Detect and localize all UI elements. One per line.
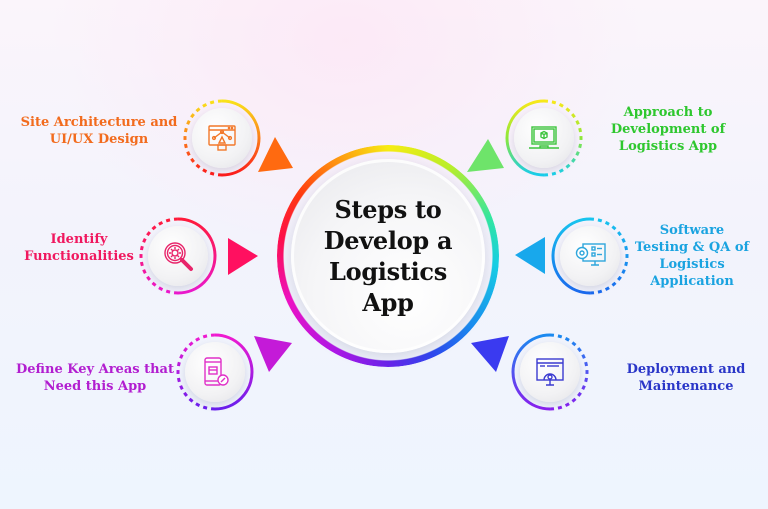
step-label-software-testing: Software Testing & QA of Logistics Appli… [634,222,750,290]
hub-title-line: Logistics [329,257,447,286]
magnifier-gear-icon [164,242,193,271]
hub-title-line: App [362,288,414,317]
arrow-deployment-maintenance [471,336,509,372]
step-label-line: Application [650,274,734,289]
progress-ring [176,333,254,411]
node-disc [560,226,620,286]
progress-ring [139,217,217,295]
node-disc [520,342,580,402]
node-disc [148,226,208,286]
step-label-identify-functionalities: Identify Functionalities [20,231,138,265]
progress-ring [183,99,261,177]
step-label-line: Maintenance [638,379,734,394]
step-label-line: UI/UX Design [49,132,149,147]
step-label-approach-development: Approach to Development of Logistics App [608,104,728,155]
step-label-line: Logistics App [618,139,718,154]
central-hub: Steps to Develop a Logistics App [277,145,499,367]
step-label-line: Testing & QA of [634,240,750,255]
hub-disc: Steps to Develop a Logistics App [291,159,485,353]
mobile-package-icon [204,357,229,386]
step-node-define-key-areas [176,333,254,411]
hub-title-line: Develop a [323,226,453,255]
arrow-define-key-areas [254,336,292,372]
step-label-line: Software [659,223,725,238]
node-disc [514,108,574,168]
step-label-line: Need this App [43,379,147,394]
hub-title-line: Steps to [334,195,442,224]
progress-ring [551,217,629,295]
arrow-approach-development [467,139,504,172]
arrow-site-architecture [258,137,293,172]
step-label-line: Deployment and [626,362,746,377]
laptop-package-icon [529,126,559,149]
step-label-site-architecture: Site Architecture and UI/UX Design [18,114,180,148]
step-label-line: Site Architecture and [20,115,178,130]
step-label-line: Approach to [623,105,713,120]
progress-ring [511,333,589,411]
step-label-define-key-areas: Define Key Areas that Need this App [16,361,174,395]
progress-ring [505,99,583,177]
step-node-deployment-maintenance [511,333,589,411]
step-label-line: Identify [50,232,108,247]
step-label-line: Development of [610,122,726,137]
step-label-line: Define Key Areas that [16,362,174,377]
arrow-identify-functionalities [228,238,258,275]
node-disc [192,108,252,168]
step-label-line: Logistics [659,257,725,272]
design-vector-icon [208,125,236,151]
node-disc [185,342,245,402]
monitor-gear-deploy-icon [536,358,564,386]
monitor-gear-checklist-icon [575,243,606,266]
step-label-line: Functionalities [24,249,134,264]
hub-title: Steps to Develop a Logistics App [303,194,473,318]
step-node-approach-development [505,99,583,177]
arrow-software-testing [515,237,545,274]
step-label-deployment-maintenance: Deployment and Maintenance [622,361,750,395]
step-node-identify-functionalities [139,217,217,295]
step-node-site-architecture [183,99,261,177]
step-node-software-testing [551,217,629,295]
